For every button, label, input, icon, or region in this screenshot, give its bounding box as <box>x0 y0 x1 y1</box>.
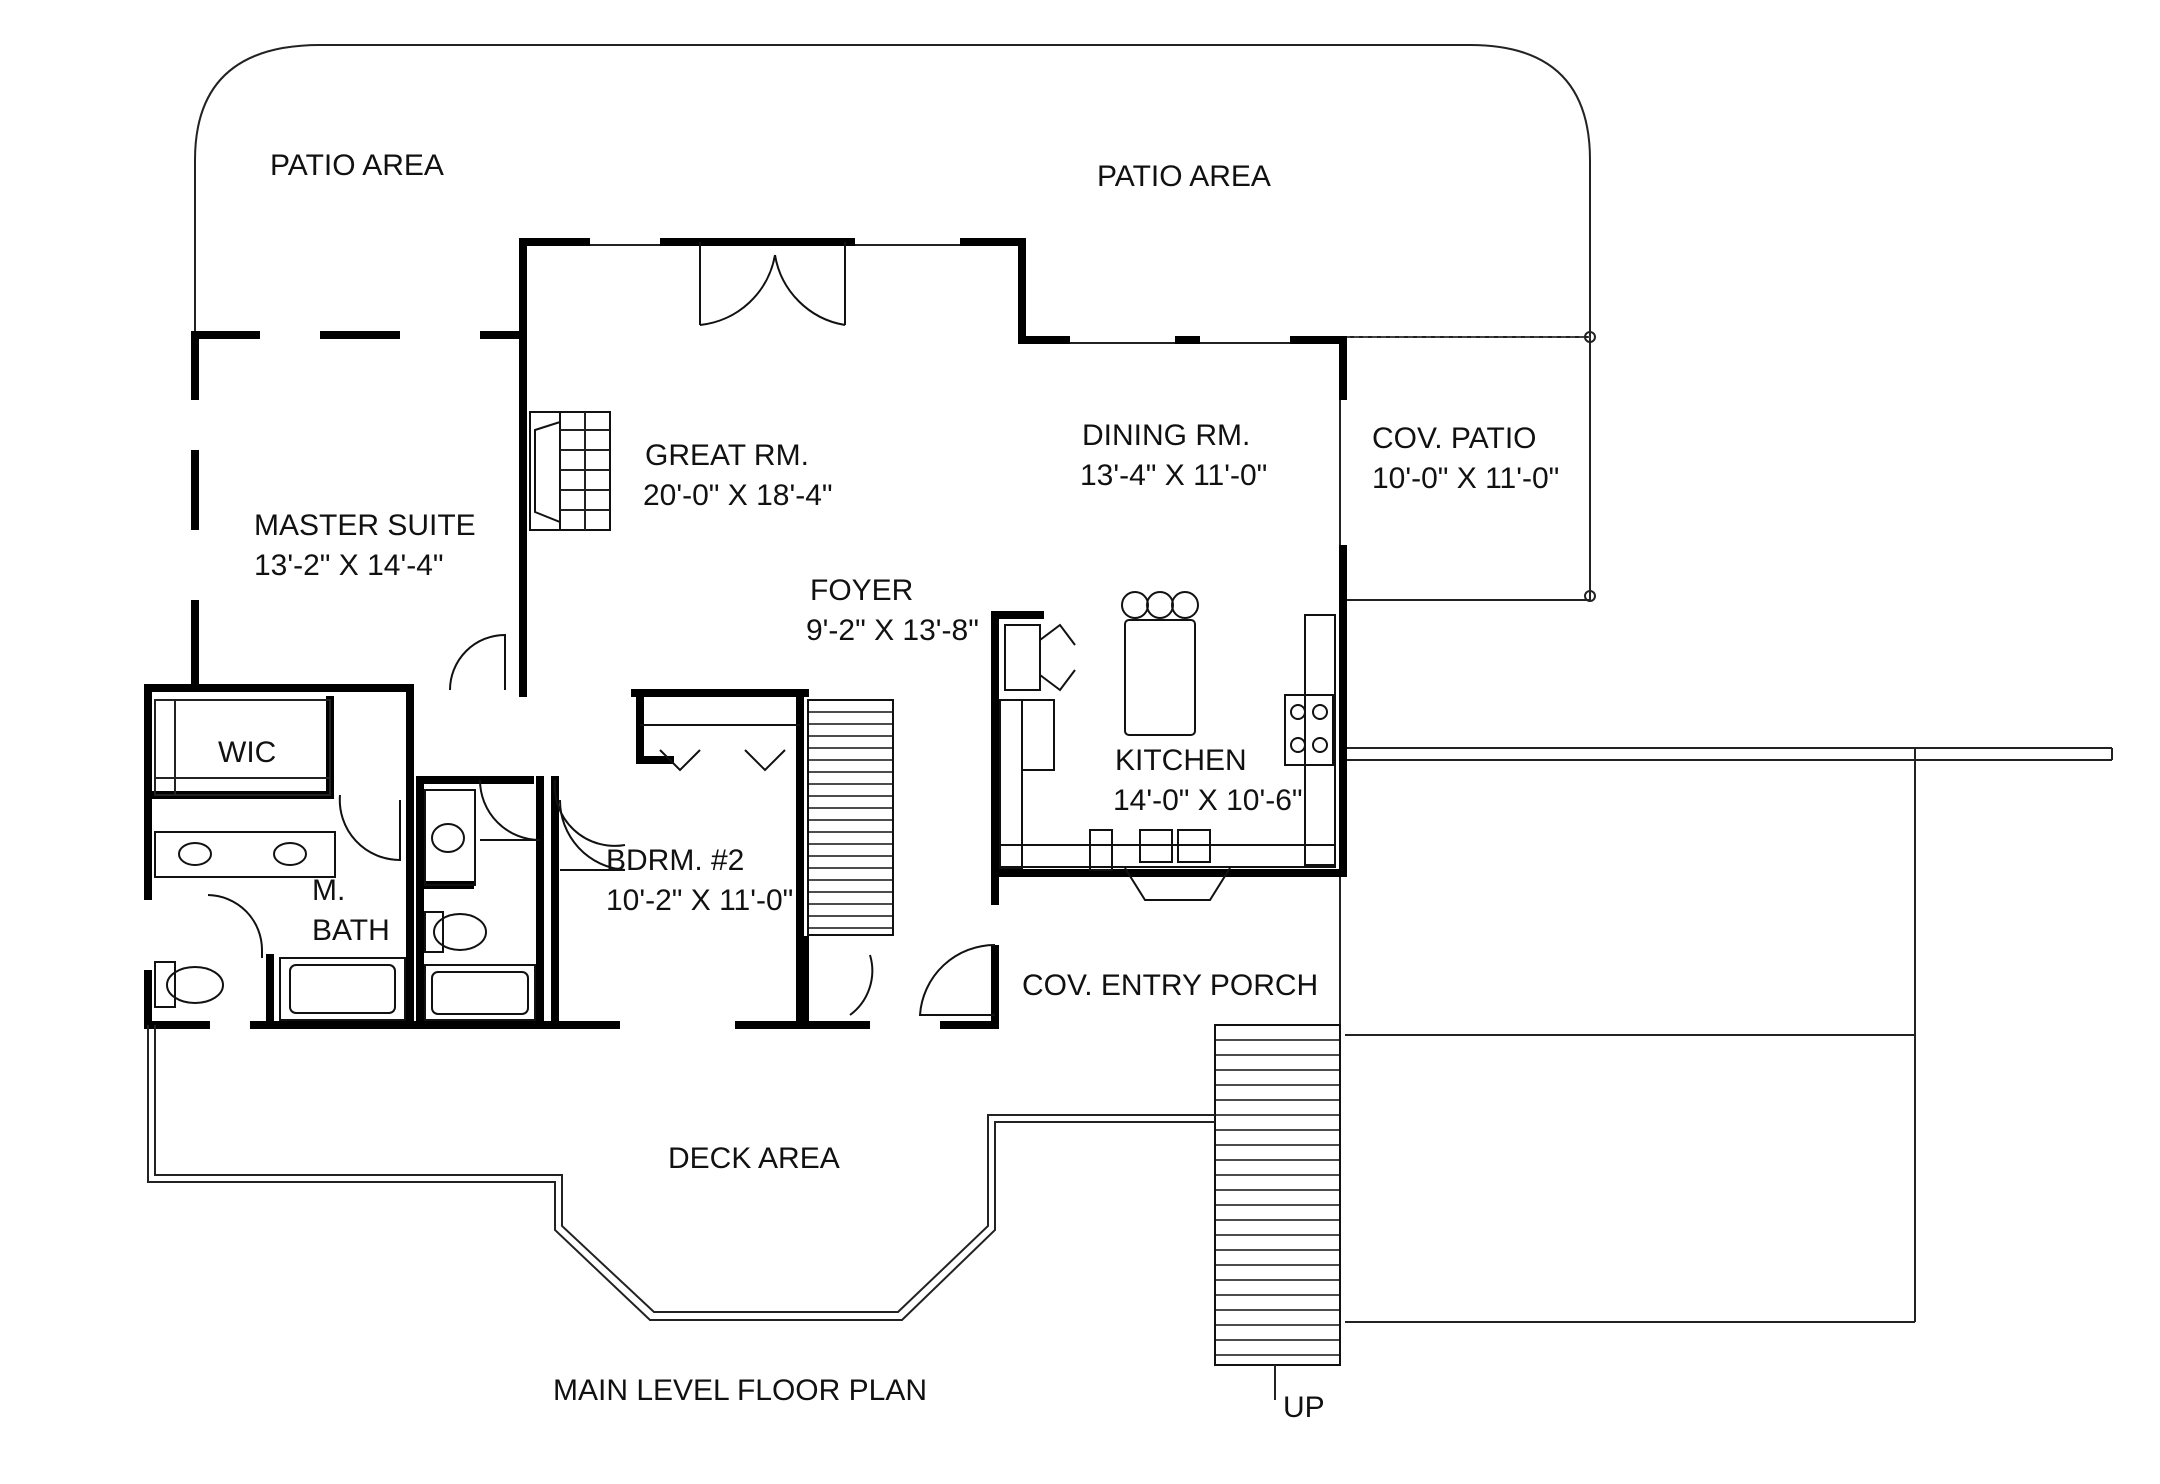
cov-patio-dims: 10'-0" X 11'-0" <box>1372 462 1559 495</box>
cov-patio-label: COV. PATIO <box>1372 422 1537 455</box>
master-suite-label: MASTER SUITE <box>254 509 476 542</box>
foyer-label: FOYER <box>810 574 913 607</box>
french-doors <box>699 242 846 326</box>
patio-right-label: PATIO AREA <box>1097 160 1271 193</box>
foyer-dims: 9'-2" X 13'-8" <box>806 614 979 647</box>
dining-room-dims: 13'-4" X 11'-0" <box>1080 459 1267 492</box>
window-openings <box>143 237 1348 1030</box>
cov-patio-outline <box>1345 336 1591 601</box>
interior-stairs <box>807 699 894 936</box>
interior-walls <box>144 611 1044 1029</box>
dining-room-label: DINING RM. <box>1082 419 1250 452</box>
patio-left-label: PATIO AREA <box>270 149 444 182</box>
deck-outline <box>147 1025 1215 1321</box>
bedroom-closet <box>640 724 800 772</box>
kitchen-cabinets <box>999 591 1336 901</box>
entry-porch-label: COV. ENTRY PORCH <box>1022 969 1318 1002</box>
plan-title: MAIN LEVEL FLOOR PLAN <box>553 1374 927 1407</box>
wic-shelves <box>154 699 331 796</box>
door-swings <box>338 633 996 1016</box>
wic-label: WIC <box>218 736 276 769</box>
master-bath-label-2: BATH <box>312 914 390 947</box>
kitchen-dims: 14'-0" X 10'-6" <box>1113 784 1303 817</box>
great-room-label: GREAT RM. <box>645 439 809 472</box>
great-room-dims: 20'-0" X 18'-4" <box>643 479 833 512</box>
master-bath-label-1: M. <box>312 874 345 907</box>
bath-fixtures <box>154 789 536 1021</box>
exterior-stairs <box>1214 1024 1341 1366</box>
room-labels: PATIO AREA PATIO AREA GREAT RM. 20'-0" X… <box>218 149 1559 1424</box>
bedroom2-dims: 10'-2" X 11'-0" <box>606 884 793 917</box>
window-lines <box>590 244 1341 545</box>
garage-outline <box>1339 747 2113 1323</box>
fireplace <box>529 411 611 531</box>
patio-outline <box>194 44 1591 600</box>
bedroom2-label: BDRM. #2 <box>606 844 744 877</box>
kitchen-label: KITCHEN <box>1115 744 1247 777</box>
deck-label: DECK AREA <box>668 1142 840 1175</box>
stair-up-label: UP <box>1283 1391 1325 1424</box>
master-suite-dims: 13'-2" X 14'-4" <box>254 549 444 582</box>
